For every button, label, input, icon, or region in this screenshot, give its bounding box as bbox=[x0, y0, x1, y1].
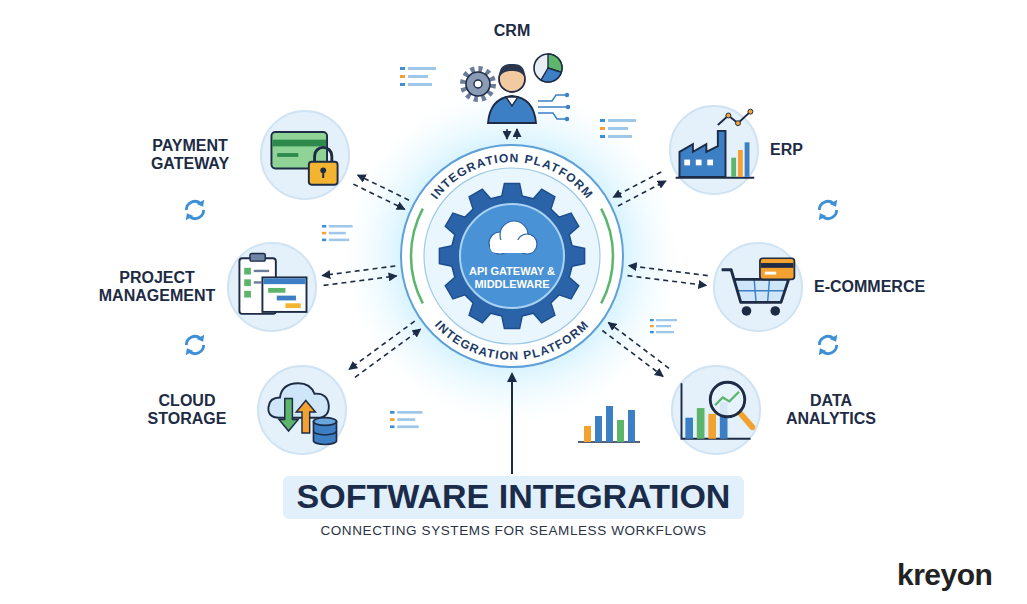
crm-icon bbox=[452, 44, 572, 124]
system-icon-holder bbox=[256, 364, 348, 456]
dashed-connector bbox=[506, 129, 508, 139]
dashed-connector bbox=[349, 321, 415, 369]
system-label: ERP bbox=[770, 141, 803, 159]
system-node: DATA ANALYTICS bbox=[670, 364, 890, 456]
sync-symbol bbox=[819, 335, 837, 356]
system-node: PROJECT MANAGEMENT bbox=[98, 241, 318, 333]
dashed-connector bbox=[516, 129, 518, 139]
dashed-connector bbox=[324, 276, 397, 286]
caption-row: CONNECTING SYSTEMS FOR SEAMLESS WORKFLOW… bbox=[0, 523, 1027, 538]
system-node: ERP bbox=[668, 104, 803, 196]
sync-symbol bbox=[186, 335, 204, 356]
erp-icon bbox=[668, 104, 760, 196]
gateway-label: API GATEWAY & MIDDLEWARE bbox=[437, 265, 587, 290]
label-stack: DATA ANALYTICS bbox=[772, 392, 890, 428]
mini-bar-chart bbox=[578, 406, 640, 442]
dashed-connector bbox=[602, 331, 663, 377]
system-label: PAYMENT GATEWAY bbox=[131, 137, 249, 173]
dashed-connector bbox=[355, 329, 421, 377]
title-text: SOFTWARE INTEGRATION bbox=[283, 476, 745, 519]
dashed-connector bbox=[353, 184, 404, 209]
system-icon-holder bbox=[668, 104, 760, 196]
system-label: PROJECT MANAGEMENT bbox=[98, 269, 216, 305]
analytics-icon bbox=[670, 364, 762, 456]
system-node: CRM bbox=[452, 22, 572, 124]
gear-graphic bbox=[437, 181, 587, 331]
dashed-connector bbox=[358, 175, 409, 200]
system-label: E-COMMERCE bbox=[814, 278, 925, 296]
label-stack: CRM bbox=[494, 22, 530, 40]
system-icon-holder bbox=[670, 364, 762, 456]
cloud-storage-icon bbox=[256, 364, 348, 456]
gateway-gear: API GATEWAY & MIDDLEWARE bbox=[437, 181, 587, 331]
dashed-connector bbox=[618, 181, 666, 206]
data-lines bbox=[390, 411, 422, 428]
sync-symbol bbox=[186, 200, 204, 221]
system-node: E-COMMERCE bbox=[712, 241, 925, 333]
dashed-connector bbox=[613, 172, 661, 197]
system-label: CRM bbox=[494, 22, 530, 40]
watermark: kreyon bbox=[897, 558, 992, 592]
payment-icon bbox=[259, 109, 351, 201]
system-icon-holder bbox=[259, 109, 351, 201]
system-icon-holder bbox=[226, 241, 318, 333]
system-icon-holder bbox=[452, 44, 572, 124]
label-stack: CLOUD STORAGE bbox=[128, 392, 246, 428]
data-lines bbox=[322, 225, 353, 241]
system-icon-holder bbox=[712, 241, 804, 333]
system-node: PAYMENT GATEWAY bbox=[131, 109, 351, 201]
system-node: CLOUD STORAGE bbox=[128, 364, 348, 456]
label-stack: PAYMENT GATEWAY bbox=[131, 137, 249, 173]
project-icon bbox=[226, 241, 318, 333]
system-label: DATA ANALYTICS bbox=[772, 392, 890, 428]
title-row: SOFTWARE INTEGRATION bbox=[0, 476, 1027, 519]
label-stack: E-COMMERCE bbox=[814, 278, 925, 296]
data-lines bbox=[650, 319, 677, 333]
dashed-connector bbox=[628, 276, 707, 286]
data-lines bbox=[600, 119, 636, 138]
dashed-connector bbox=[322, 266, 395, 276]
hub-glow bbox=[344, 88, 680, 424]
system-label: CLOUD STORAGE bbox=[128, 392, 246, 428]
data-lines bbox=[400, 67, 436, 86]
integration-ring: INTEGRATION PLATFORMINTEGRATION PLATFORM… bbox=[400, 144, 624, 368]
ecommerce-icon bbox=[712, 241, 804, 333]
label-stack: ERP bbox=[770, 141, 803, 159]
dashed-connector bbox=[629, 266, 708, 276]
caption-text: CONNECTING SYSTEMS FOR SEAMLESS WORKFLOW… bbox=[320, 523, 706, 538]
label-stack: PROJECT MANAGEMENT bbox=[98, 269, 216, 305]
sync-symbol bbox=[819, 200, 837, 221]
title-pointer bbox=[511, 374, 513, 474]
dashed-connector bbox=[608, 323, 669, 369]
